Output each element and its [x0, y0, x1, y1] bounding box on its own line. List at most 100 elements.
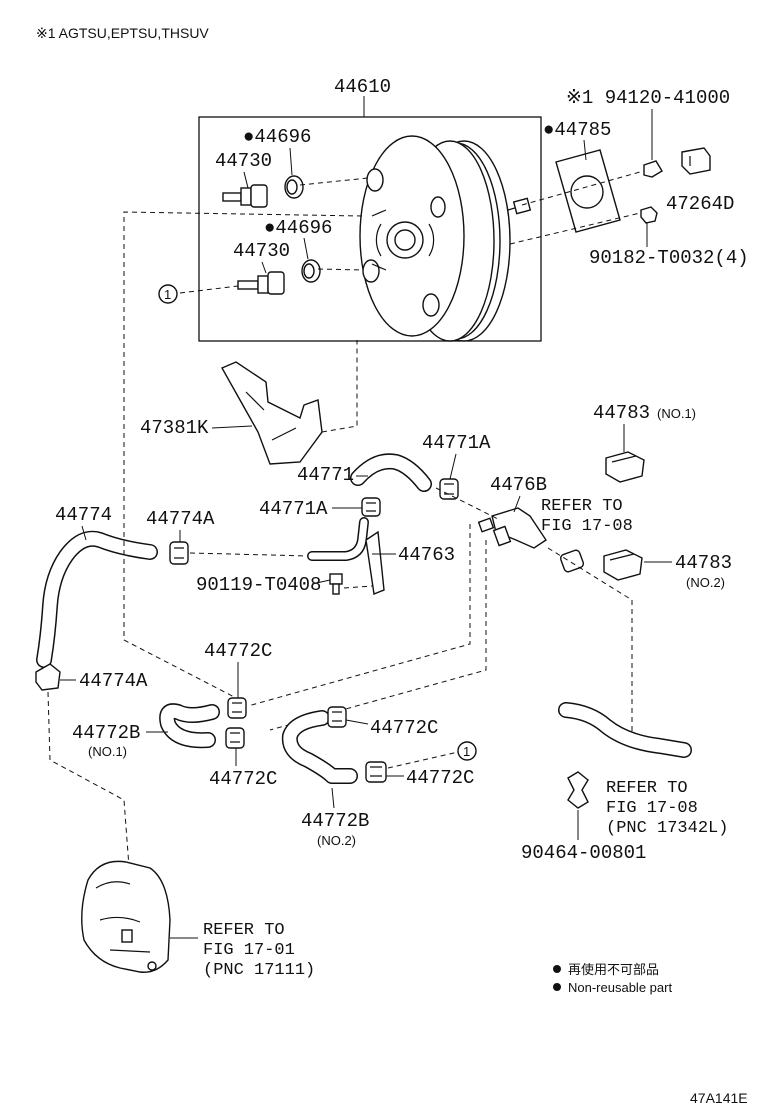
- label-90182[interactable]: 90182-T0032(4): [589, 247, 749, 269]
- label-47381k[interactable]: 47381K: [140, 417, 209, 439]
- refer-fig1708-b-line2[interactable]: FIG 17-08: [606, 799, 698, 818]
- clevis-94120[interactable]: [643, 160, 663, 178]
- clip-44772c-lower-right[interactable]: [365, 761, 387, 783]
- label-44696-lower[interactable]: ●44696: [264, 217, 332, 239]
- label-44772b-no2[interactable]: 44772B: [301, 810, 369, 832]
- label-44771a-upper[interactable]: 44771A: [422, 432, 491, 454]
- refer-fig1708-b-line3[interactable]: (PNC 17342L): [606, 819, 728, 838]
- bolt-90119[interactable]: [329, 573, 343, 595]
- legend-text-en: Non-reusable part: [568, 980, 672, 995]
- label-44730-lower[interactable]: 44730: [233, 240, 290, 262]
- applicability-note: ※1 AGTSU,EPTSU,THSUV: [36, 25, 209, 41]
- grommet-44696-upper[interactable]: [284, 175, 304, 199]
- dash-union-to-clip-a: [247, 524, 471, 707]
- label-44771a-lower[interactable]: 44771A: [259, 498, 328, 520]
- refer-fig1708-a-line1[interactable]: REFER TO: [541, 497, 623, 516]
- hose-44772b-no2[interactable]: [281, 710, 358, 784]
- hose-44771[interactable]: [350, 453, 432, 492]
- refer-fig1708-b-line1[interactable]: REFER TO: [606, 779, 688, 798]
- dash-44774a-44763: [189, 552, 311, 557]
- clip-44772c-lower-left[interactable]: [225, 727, 245, 749]
- label-44610[interactable]: 44610: [334, 76, 391, 98]
- dash-valve-to-clip: [123, 211, 363, 701]
- clip-44772c-upper-left[interactable]: [227, 697, 247, 719]
- hose-44774[interactable]: [36, 530, 158, 668]
- connector-44783-no1[interactable]: [605, 451, 645, 483]
- hose-44772b-no1[interactable]: [159, 703, 220, 749]
- label-44730-upper[interactable]: 44730: [215, 150, 272, 172]
- callout-marker-1-bottom: [457, 741, 477, 761]
- label-44774[interactable]: 44774: [55, 504, 112, 526]
- dash-marker-1-bottom: [387, 751, 459, 769]
- refer-fig1708-a-line2[interactable]: FIG 17-08: [541, 517, 633, 536]
- label-94120[interactable]: ※1 94120-41000: [566, 87, 730, 109]
- dash-nut: [509, 212, 641, 245]
- hose-fig1708-right[interactable]: [558, 702, 692, 758]
- drawing-id: 47A141E: [690, 1090, 748, 1106]
- bracket-47381k[interactable]: [221, 361, 323, 465]
- label-47264d[interactable]: 47264D: [666, 193, 734, 215]
- label-44772c-upper-left[interactable]: 44772C: [204, 640, 272, 662]
- leader-4476b: [513, 495, 521, 513]
- label-44772b-no1[interactable]: 44772B: [72, 722, 140, 744]
- nut-90182[interactable]: [640, 206, 658, 224]
- assembly-frame: [198, 116, 542, 342]
- dash-to-manifold: [47, 691, 131, 881]
- refer-fig1701-line2[interactable]: FIG 17-01: [203, 941, 295, 960]
- label-44785[interactable]: ●44785: [543, 119, 611, 141]
- pipe-44763[interactable]: [307, 517, 385, 595]
- legend: 再使用不可部品 Non-reusable part: [553, 962, 672, 995]
- legend-dot-jp: [553, 965, 561, 973]
- label-90119[interactable]: 90119-T0408: [196, 574, 321, 596]
- refer-fig1701-line3[interactable]: (PNC 17111): [203, 961, 315, 980]
- label-44772c-upper-right[interactable]: 44772C: [370, 717, 438, 739]
- intake-manifold-sketch[interactable]: [81, 860, 198, 973]
- gasket-44785[interactable]: [555, 149, 621, 233]
- clip-44771a-lower[interactable]: [361, 497, 381, 517]
- leader-44772b-no2: [331, 787, 335, 809]
- leader-44696-lower: [303, 237, 309, 260]
- label-44772b-no1-sub: (NO.1): [88, 744, 127, 759]
- clip-near-union[interactable]: [559, 549, 585, 573]
- label-44696-upper[interactable]: ●44696: [243, 126, 311, 148]
- leader-44730-lower: [261, 261, 267, 274]
- clip-44774a-lower[interactable]: [35, 663, 61, 691]
- dash-grommet-upper: [299, 177, 369, 186]
- leader-44730-upper: [243, 171, 249, 189]
- clamp-90464[interactable]: [567, 771, 589, 809]
- label-44774a-lower[interactable]: 44774A: [79, 670, 148, 692]
- union-4476b[interactable]: [477, 507, 547, 549]
- leader-44774: [81, 525, 87, 541]
- callout-marker-1-top-text: 1: [164, 287, 171, 302]
- label-4476b[interactable]: 4476B: [490, 474, 547, 496]
- brake-booster-body[interactable]: [359, 135, 532, 342]
- check-valve-44730-upper[interactable]: [222, 184, 268, 208]
- label-44774a-upper[interactable]: 44774A: [146, 508, 215, 530]
- leader-47381k: [211, 425, 253, 429]
- label-90464[interactable]: 90464-00801: [521, 842, 646, 864]
- dash-grommet-lower: [317, 268, 364, 271]
- connector-44783-no2[interactable]: [603, 549, 643, 581]
- label-44771[interactable]: 44771: [297, 464, 354, 486]
- grommet-44696-lower[interactable]: [301, 259, 321, 283]
- label-44772c-lower-left[interactable]: 44772C: [209, 768, 277, 790]
- clip-44771a-upper[interactable]: [439, 478, 459, 500]
- label-44783-no1[interactable]: 44783: [593, 402, 650, 424]
- clip-44772c-upper-right[interactable]: [327, 706, 347, 728]
- dash-44771-union: [435, 487, 501, 521]
- label-44772c-lower-right[interactable]: 44772C: [406, 767, 474, 789]
- leader-44771a-upper: [449, 453, 457, 480]
- label-44783-no2[interactable]: 44783: [675, 552, 732, 574]
- refer-fig1701-line1[interactable]: REFER TO: [203, 921, 285, 940]
- leader-44772c-upper-right: [345, 719, 369, 725]
- dash-bracket: [321, 340, 358, 433]
- clip-44774a-upper[interactable]: [169, 541, 189, 565]
- label-44763[interactable]: 44763: [398, 544, 455, 566]
- check-valve-44730-lower[interactable]: [237, 271, 285, 295]
- dash-clevis: [521, 171, 641, 206]
- bracket-47264d[interactable]: [681, 147, 711, 175]
- label-44783-no2-sub: (NO.2): [686, 575, 725, 590]
- legend-text-jp: 再使用不可部品: [568, 962, 659, 977]
- leader-44696-upper: [289, 147, 293, 176]
